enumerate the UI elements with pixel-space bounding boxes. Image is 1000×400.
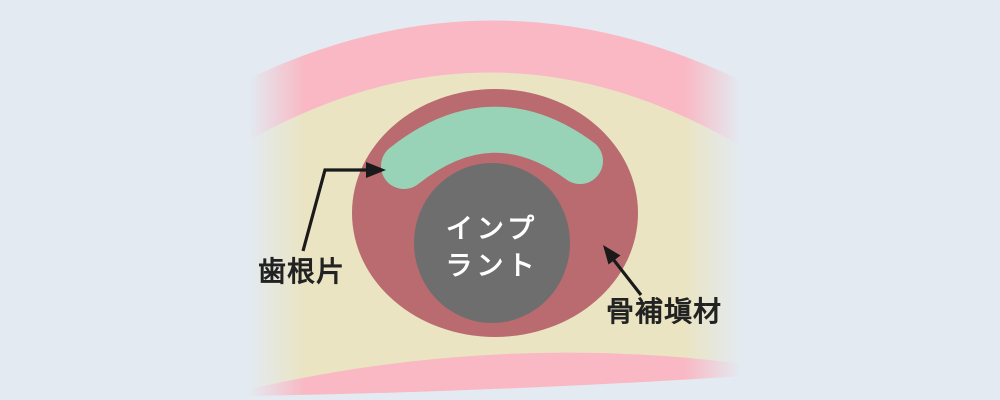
root-fragment-label: 歯根片 [258,256,345,287]
root-fragment-arrowhead-icon [366,162,386,178]
root-fragment-arrow-line [301,168,368,252]
bone-graft-arrow-line [611,258,643,296]
root-fragment-crescent [381,106,603,189]
gum-band-top [246,20,744,149]
bone-graft-arrowhead-icon [603,245,621,265]
implant-body [414,163,570,323]
gum-band-bottom [246,352,744,396]
left-edge-fade [230,0,305,400]
right-edge-fade [684,0,760,400]
implant-label-line2: ラント [446,251,539,281]
bone-graft-label: 骨補塡材 [606,296,722,327]
implant-label-line1: インプ [446,214,538,244]
